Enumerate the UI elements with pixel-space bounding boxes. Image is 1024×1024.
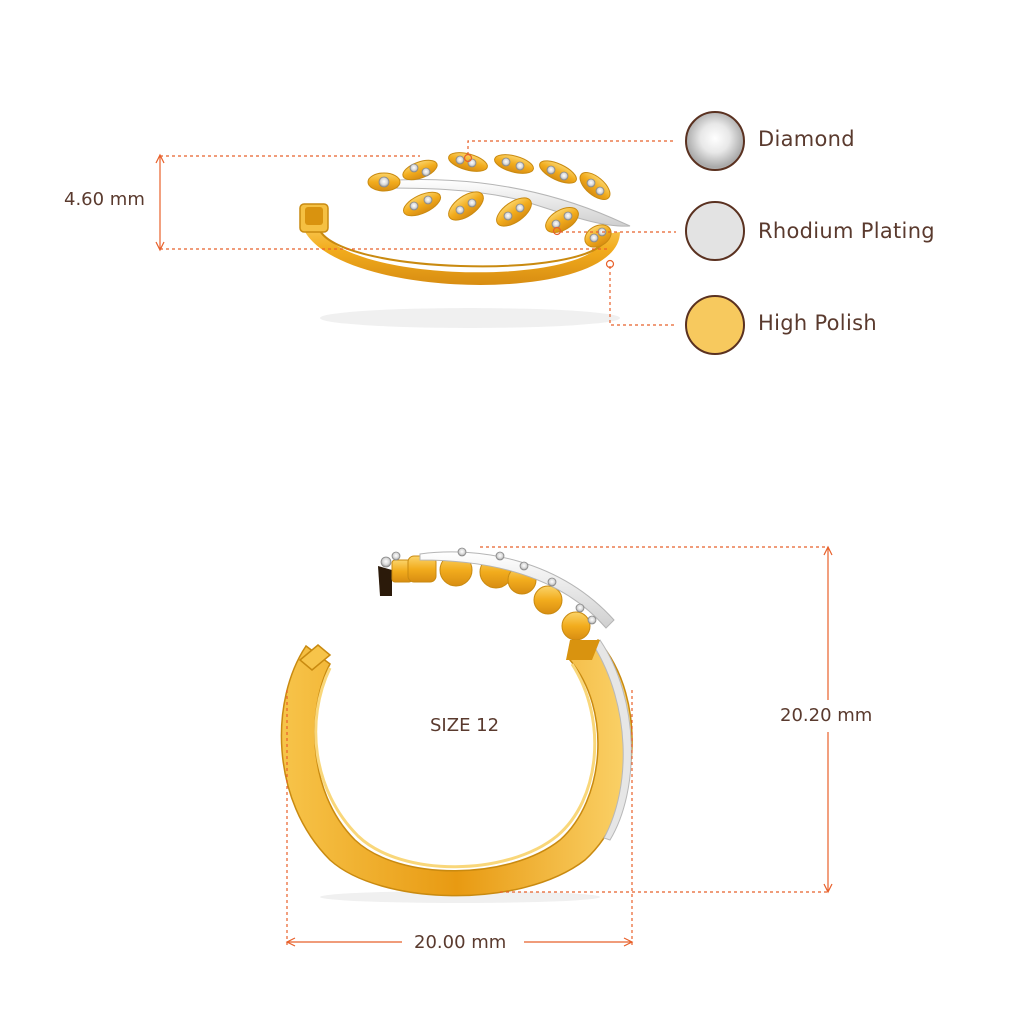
dimension-height-top (155, 153, 610, 252)
dimension-width-front (285, 690, 634, 948)
legend-label-rhodium: Rhodium Plating (758, 219, 935, 243)
ring-size-label: SIZE 12 (430, 715, 500, 736)
ring-top-view (299, 152, 631, 328)
dimension-label-height-front: 20.20 mm (780, 705, 873, 726)
legend-label-diamond: Diamond (758, 127, 855, 151)
diamond-swatch-icon (685, 111, 745, 171)
leader-marker-polish (605, 259, 615, 269)
ring-front-view (280, 547, 633, 903)
rhodium-swatch-icon (685, 201, 745, 261)
leader-marker-diamond (463, 153, 473, 163)
leaf-cluster-front (378, 551, 615, 660)
high-polish-swatch-icon (685, 295, 745, 355)
dimension-height-front (480, 545, 833, 894)
diamond-stones-top (378, 155, 607, 243)
diamond-stones-front (380, 547, 597, 625)
legend-label-high-polish: High Polish (758, 311, 877, 335)
dimension-label-height-top: 4.60 mm (64, 189, 145, 210)
legend-leader-lines (467, 140, 676, 326)
dimension-label-width-front: 20.00 mm (414, 932, 507, 953)
leader-marker-rhodium (552, 226, 562, 236)
